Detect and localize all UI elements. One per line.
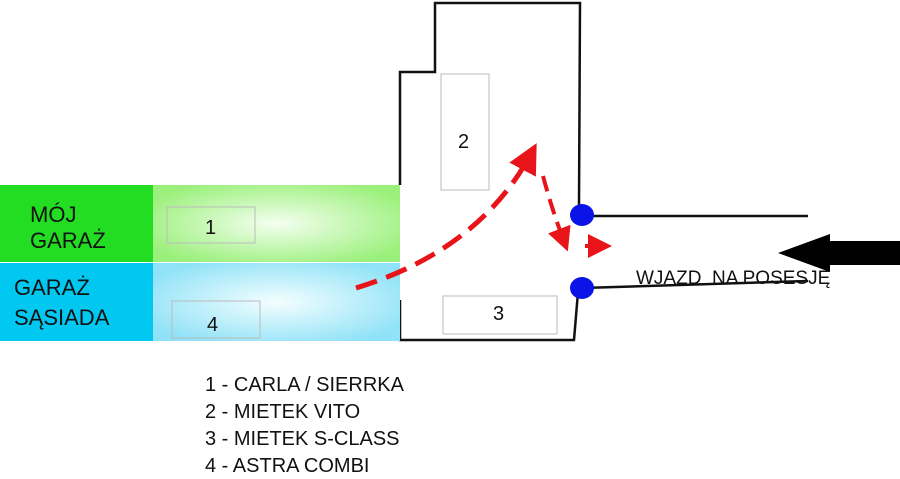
legend-item-1: 1 - CARLA / SIERRKA xyxy=(205,374,405,396)
car-3 xyxy=(442,295,558,335)
car-4-number: 4 xyxy=(207,314,218,336)
maneuver-path-reverse xyxy=(355,143,537,291)
driveway-edge-bottom xyxy=(581,279,809,290)
my-garage-label-box xyxy=(0,185,153,262)
my-garage-label-2: GARAŻ xyxy=(30,228,106,253)
legend-item-3: 3 - MIETEK S-CLASS xyxy=(205,428,400,450)
property-outline xyxy=(398,1,582,342)
maneuver-path-exit xyxy=(541,175,571,252)
neighbor-garage-label-2: SĄSIADA xyxy=(14,305,110,330)
car-1-number: 1 xyxy=(205,217,216,239)
neighbor-garage xyxy=(153,263,400,341)
entrance-arrow-icon xyxy=(778,234,900,272)
car-1 xyxy=(166,206,256,244)
neighbor-garage-label-1: GARAŻ xyxy=(14,275,90,300)
car-2 xyxy=(440,73,490,191)
legend-item-2: 2 - MIETEK VITO xyxy=(205,401,360,423)
car-4 xyxy=(171,300,261,339)
neighbor-garage-label-box xyxy=(0,263,153,341)
my-garage-label-1: MÓJ xyxy=(30,202,76,227)
car-2-number: 2 xyxy=(458,131,469,153)
car-3-number: 3 xyxy=(493,303,504,325)
entrance-label: WJAZD NA POSESJĘ xyxy=(636,268,830,289)
my-garage xyxy=(153,185,400,262)
gate-post-bottom xyxy=(570,277,594,299)
legend-item-4: 4 - ASTRA COMBI xyxy=(205,455,369,477)
gate-post-top xyxy=(570,204,594,226)
